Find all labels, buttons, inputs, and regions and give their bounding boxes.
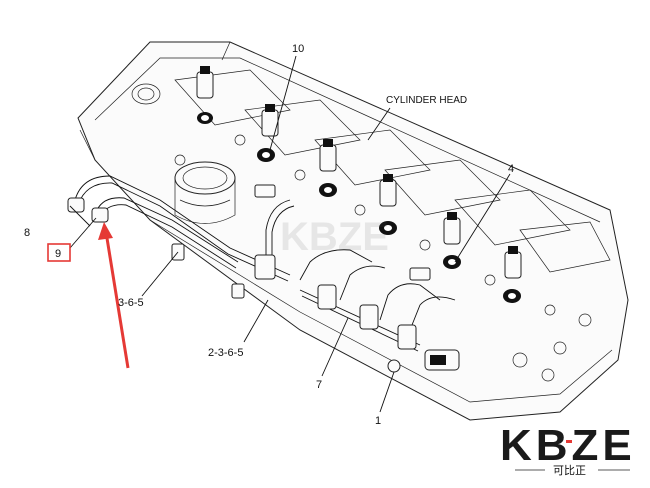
watermark: KBZE bbox=[280, 215, 389, 259]
logo-accent-bar bbox=[566, 440, 572, 443]
callout-9-highlight-box bbox=[47, 243, 71, 262]
injector-5 bbox=[443, 212, 461, 269]
callout-9: 9 bbox=[55, 248, 61, 260]
injector-1 bbox=[196, 66, 214, 124]
callout-1: 1 bbox=[375, 415, 381, 427]
red-arrow bbox=[98, 222, 130, 369]
injector-4 bbox=[379, 174, 397, 235]
logo-brand-text: KBZE bbox=[500, 421, 636, 470]
injector-2 bbox=[257, 104, 279, 162]
leader-lines bbox=[69, 55, 511, 413]
logo-sub-text: 可比正 bbox=[553, 464, 586, 477]
injector-3 bbox=[319, 139, 337, 197]
injector-6 bbox=[503, 246, 522, 303]
callout-2-3-6-5: 2-3-6-5 bbox=[208, 347, 243, 359]
callout-3-6-5: 3-6-5 bbox=[118, 297, 144, 309]
callout-10: 10 bbox=[292, 43, 304, 55]
callout-cylinder-head: CYLINDER HEAD bbox=[386, 95, 467, 106]
bolts bbox=[174, 134, 592, 382]
callout-7: 7 bbox=[316, 379, 322, 391]
cylinder-head-body bbox=[77, 41, 629, 421]
callout-8: 8 bbox=[24, 227, 30, 239]
intake-port bbox=[174, 161, 236, 224]
svg-text:KBZE: KBZE bbox=[280, 215, 389, 259]
brand-logo: KBZE 可比正 bbox=[500, 421, 636, 477]
callout-4: 4 bbox=[508, 163, 514, 175]
